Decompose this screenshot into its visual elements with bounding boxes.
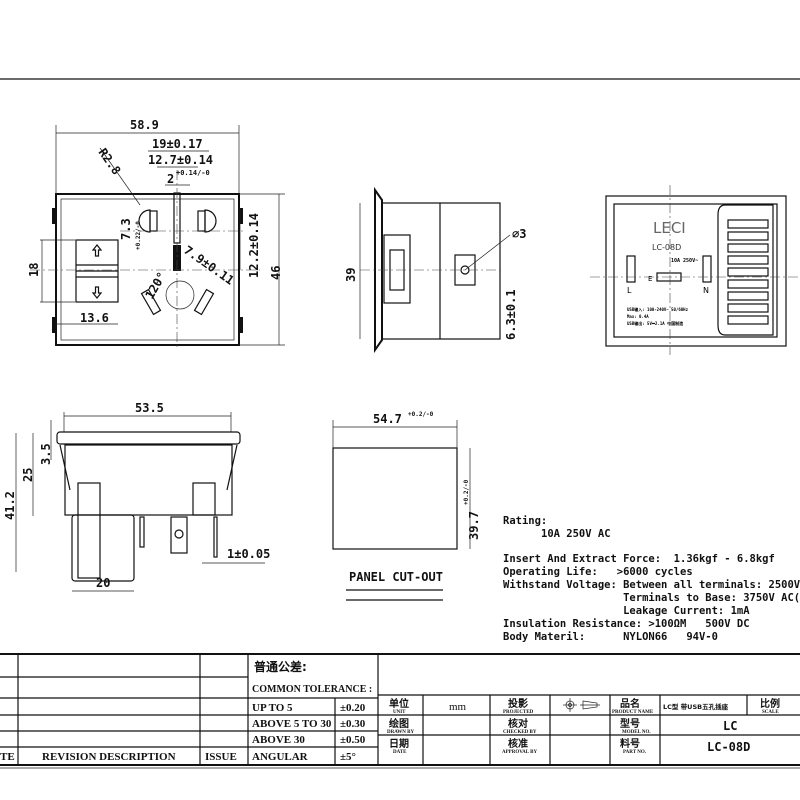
tolerance-range: ANGULAR [252, 751, 309, 763]
part-no-label-cn: 料号 [620, 737, 640, 750]
model-label-cn: 型号 [620, 717, 640, 730]
dim-pin-width: 1±0.05 [227, 547, 270, 561]
revision-date-header: TE [0, 751, 15, 763]
dim-pitch-outer: 19±0.17 [152, 137, 203, 151]
dim-terminal-offset: 6.3±0.1 [504, 289, 518, 340]
model-label-en: MODEL NO. [622, 730, 651, 735]
approval-label-en: APPROVAL BY [502, 750, 537, 755]
dim-total-height: 41.2 [3, 491, 17, 520]
bottom-view: 53.5 41.2 25 3.5 1±0.05 20 [3, 401, 270, 592]
dim-cutout-width: 54.7 [373, 412, 402, 426]
dim-radius: R2.8 [96, 146, 124, 178]
rear-model: LC-08D [652, 243, 681, 252]
spec-line: Operating Life: >6000 cycles [503, 566, 693, 578]
checked-by-label-en: CHECKED BY [503, 730, 537, 735]
label-e: E [648, 275, 652, 283]
part-no-value: LC-08D [707, 740, 750, 754]
spec-line: Leakage Current: 1mA [503, 605, 750, 617]
unit-value: mm [449, 701, 467, 713]
label-n: N [703, 286, 709, 295]
dim-body-height: 25 [21, 468, 35, 482]
usb-input: USB输入: 100-240V~ 50/60Hz [627, 306, 689, 312]
tolerance-value: ±0.30 [340, 718, 366, 730]
scale-label-cn: 比例 [760, 697, 780, 710]
max-current: Max: 0.4A [627, 314, 649, 319]
date-label-cn: 日期 [389, 737, 409, 750]
dim-switch-height: 18 [27, 263, 41, 277]
model-value: LC [723, 719, 737, 733]
checked-by-label-cn: 核对 [508, 717, 528, 730]
front-view: 58.9 19±0.17 12.7±0.14 2 +0.14/-0 R2.8 7… [27, 118, 285, 350]
unit-label-en: UNIT [393, 710, 406, 715]
revision-description-header: REVISION DESCRIPTION [42, 751, 176, 763]
first-angle-projection-icon [563, 698, 600, 712]
dim-cutout-height-tol: +0.2/-0 [463, 479, 470, 505]
rating-value: 10A 250V AC [541, 528, 611, 540]
tolerance-range: ABOVE 30 [252, 734, 305, 746]
spec-line: Insulation Resistance: >100ΩM 500V DC [503, 618, 750, 630]
panel-cutout-title: PANEL CUT-OUT [349, 570, 443, 584]
dim-width: 58.9 [130, 118, 159, 132]
rear-view: LECI LC-08D 10A 250V~ L N E USB输入: 100-2… [590, 185, 800, 355]
spec-line: Terminals to Base: 3750V AC(50-60Hz [503, 592, 800, 604]
brand-logo: LECI [653, 219, 686, 237]
rear-rating: 10A 250V~ [671, 258, 698, 264]
tolerance-range: ABOVE 5 TO 30 [252, 718, 332, 730]
dim-depth: 20 [96, 576, 110, 590]
tolerance-value: ±0.50 [340, 734, 366, 746]
spec-line: Body Materil: NYLON66 94V-0 [503, 631, 718, 643]
spec-line: Withstand Voltage: Between all terminals… [503, 579, 800, 591]
dim-cutout-width-tol: +0.2/-0 [408, 411, 434, 418]
unit-label-cn: 单位 [389, 697, 409, 710]
dim-slot-width-tol: +0.14/-0 [176, 169, 210, 177]
tolerance-title-cn: 普通公差: [254, 659, 307, 674]
dim-pitch-inner: 12.7±0.14 [148, 153, 213, 167]
projected-label-cn: 投影 [508, 697, 528, 710]
tolerance-value: ±0.20 [340, 702, 366, 714]
tolerance-range: UP TO 5 [252, 702, 293, 714]
panel-cutout: 54.7 +0.2/-0 39.7 +0.2/-0 PANEL CUT-OUT [332, 411, 481, 601]
tolerance-value: ±5° [340, 751, 356, 763]
usb-output: USB输出: 5V⎓2.1A 中国制造 [627, 320, 683, 326]
drawn-by-label-en: DRAWN BY [387, 730, 414, 735]
dim-vertical-offset: 12.2±0.14 [247, 213, 261, 278]
dim-side-height: 39 [344, 268, 358, 282]
approval-label-cn: 核准 [508, 737, 528, 750]
label-l: L [627, 286, 632, 295]
dim-hole-offset-tol: +0.22/-0 [135, 221, 142, 250]
product-name-value: LC型 带USB五孔插座 [663, 702, 729, 711]
drawn-by-label-cn: 绘图 [389, 717, 409, 730]
dim-slot-width: 2 [167, 172, 174, 186]
scale-label-en: SCALE [762, 710, 779, 715]
rating-label: Rating: [503, 515, 547, 527]
dim-angle: 120° [142, 269, 169, 301]
revision-issue-header: ISSUE [205, 751, 237, 763]
dim-cutout-height: 39.7 [467, 511, 481, 540]
dim-hole-diameter: ⌀3 [512, 227, 526, 241]
side-view: ⌀3 39 6.3±0.1 [344, 186, 526, 354]
dim-hole-offset: 7.3 [119, 218, 133, 240]
dim-flange: 3.5 [39, 443, 53, 465]
product-name-label-cn: 品名 [620, 697, 640, 710]
part-no-label-en: PART NO. [623, 750, 647, 755]
title-block: TE REVISION DESCRIPTION ISSUE 普通公差: COMM… [0, 653, 800, 769]
spec-line: Insert And Extract Force: 1.36kgf - 6.8k… [503, 553, 775, 565]
projected-label-en: PROJECTED [503, 710, 534, 715]
dim-switch-offset: 13.6 [80, 311, 109, 325]
tolerance-title-en: COMMON TOLERANCE : [252, 684, 372, 695]
dim-height: 46 [269, 266, 283, 280]
specifications: Rating: 10A 250V AC Insert And Extract F… [503, 515, 800, 643]
date-label-en: DATE [393, 750, 407, 755]
dim-earth-distance: 7.9±0.11 [181, 243, 236, 288]
dim-bottom-width: 53.5 [135, 401, 164, 415]
product-name-label-en: PRODUCT NAME [612, 710, 654, 715]
